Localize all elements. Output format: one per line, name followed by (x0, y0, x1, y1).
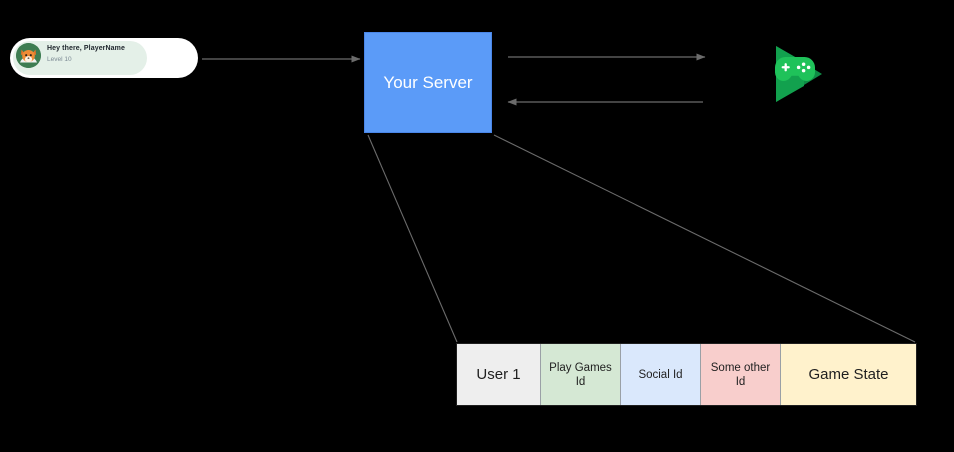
player-level: Level 10 (47, 56, 72, 63)
table-cell-label: Social Id (638, 368, 683, 381)
table-cell-label: User 1 (476, 365, 521, 383)
google-play-games-icon[interactable] (766, 42, 830, 106)
table-cell: Play Games Id (541, 344, 621, 405)
table-cell-label: Some other Id (710, 361, 771, 388)
fox-avatar-icon (16, 43, 41, 68)
server-to-table-left-line (367, 134, 458, 343)
table-cell-label: Game State (808, 365, 889, 383)
table-cell: Social Id (621, 344, 701, 405)
player-greeting: Hey there, PlayerName (47, 45, 125, 52)
table-cell-label: Play Games Id (549, 361, 612, 388)
table-cell: Some other Id (701, 344, 781, 405)
table-cell: User 1 (457, 344, 541, 405)
player-profile-card[interactable]: Hey there, PlayerName Level 10 (10, 38, 198, 78)
table-cell: Game State (781, 344, 916, 405)
server-label: Your Server (383, 72, 473, 92)
user-record-table: User 1 Play Games Id Social Id Some other I… (456, 343, 917, 406)
your-server-node[interactable]: Your Server (364, 32, 492, 133)
server-to-table-right-line (493, 134, 916, 343)
player-text-block: Hey there, PlayerName Level 10 (47, 44, 143, 65)
